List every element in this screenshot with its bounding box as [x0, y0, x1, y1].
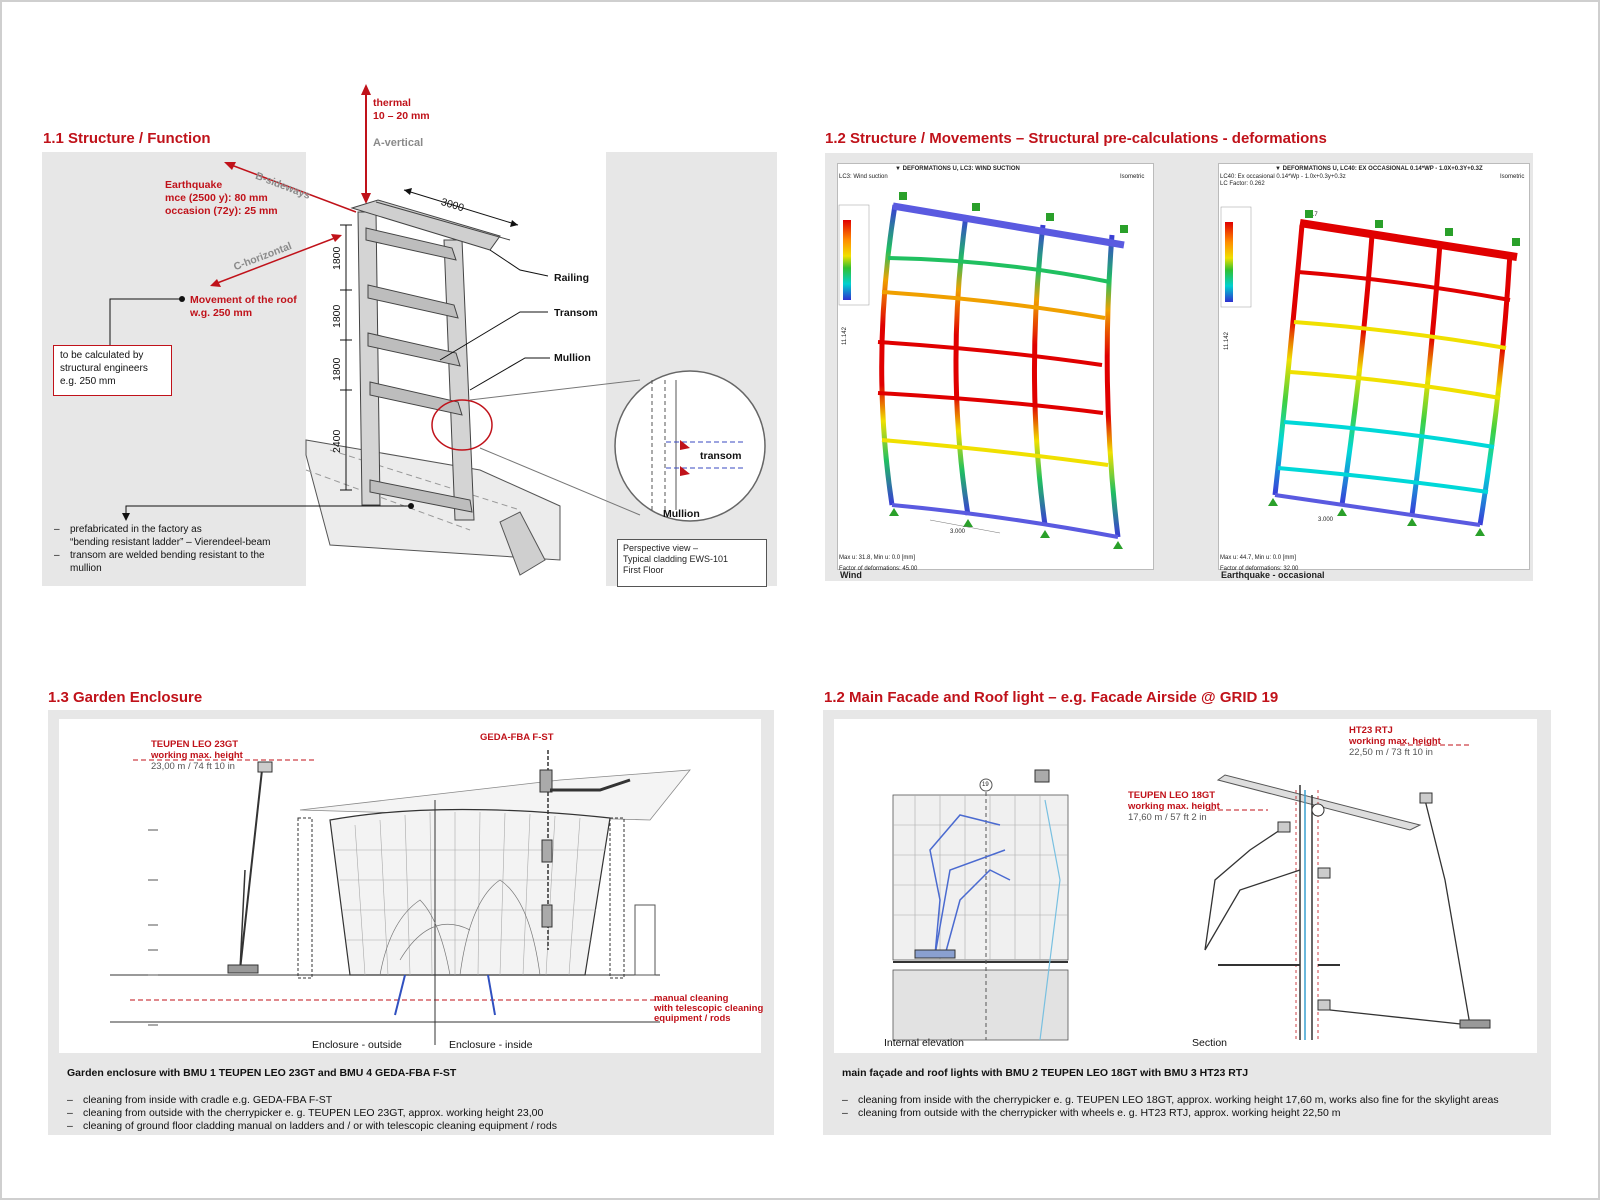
railing-label: Railing	[554, 272, 590, 284]
facade-note-item: cleaning from inside with the cherrypick…	[842, 1094, 1499, 1107]
section-title-1-3: 1.3 Garden Enclosure	[48, 689, 203, 706]
garden-note-item: cleaning of ground floor cladding manual…	[67, 1120, 557, 1133]
eq-plot-header: ▼ DEFORMATIONS U, LC40: EX OCCASIONAL 0.…	[1275, 166, 1483, 172]
main-facade-notes: cleaning from inside with the cherrypick…	[842, 1094, 1499, 1120]
internal-elevation-label: Internal elevation	[884, 1037, 964, 1049]
section-title-1-1: 1.1 Structure / Function	[43, 130, 211, 147]
section-title-1-2-deformations: 1.2 Structure / Movements – Structural p…	[825, 130, 1327, 147]
structure-note-item: transom are welded bending resistant to …	[54, 549, 271, 562]
section-title-1-2-facade: 1.2 Main Facade and Roof light – e.g. Fa…	[824, 689, 1279, 706]
wind-caption: Wind	[840, 570, 862, 580]
eq-plot-subtitle: LC40: Ex occasional 0.14*Wp - 1.0x+0.3y+…	[1220, 174, 1346, 180]
perspective-view-box: Perspective view –Typical cladding EWS-1…	[617, 539, 767, 587]
structure-note-item: “bending resistant ladder” – Vierendeel-…	[70, 537, 271, 548]
eq-plot-footer: Max u: 44.7, Min u: 0.0 [mm]Factor of de…	[1220, 555, 1299, 572]
garden-enclosure-notes: cleaning from inside with cradle e.g. GE…	[67, 1094, 557, 1133]
eq-caption: Earthquake - occasional	[1221, 570, 1325, 580]
eq-dim-width: 3.000	[1318, 517, 1334, 523]
section-label: Section	[1192, 1037, 1228, 1049]
enclosure-inside-label: Enclosure - inside	[449, 1039, 533, 1051]
detail-mullion-label: Mullion	[663, 508, 700, 520]
wind-plot-iso: Isometric	[1120, 174, 1145, 180]
eq-plot-lc-factor: LC Factor: 0.262	[1220, 181, 1265, 187]
structure-notes: prefabricated in the factory as “bending…	[54, 523, 271, 575]
transom-label: Transom	[554, 307, 598, 319]
wind-plot-subtitle: LC3: Wind suction	[839, 174, 888, 180]
structure-note-item: mullion	[70, 563, 102, 574]
garden-enclosure-caption: Garden enclosure with BMU 1 TEUPEN LEO 2…	[67, 1067, 457, 1079]
mullion-label: Mullion	[554, 352, 591, 364]
wind-plot-header: ▼ DEFORMATIONS U, LC3: WIND SUCTION	[895, 166, 1020, 172]
wind-plot-footer: Max u: 31.8, Min u: 0.0 [mm]Factor of de…	[839, 555, 918, 572]
enclosure-outside-label: Enclosure - outside	[312, 1039, 402, 1051]
main-facade-caption: main façade and roof lights with BMU 2 T…	[842, 1067, 1249, 1079]
garden-note-item: cleaning from inside with cradle e.g. GE…	[67, 1094, 557, 1107]
garden-note-item: cleaning from outside with the cherrypic…	[67, 1107, 557, 1120]
grid-19-label: 19	[982, 782, 989, 788]
eq-plot-iso: Isometric	[1500, 174, 1525, 180]
a-vertical-label: A-vertical	[373, 137, 424, 149]
geda-fba-label: GEDA-FBA F-ST	[480, 732, 554, 743]
structure-note-item: prefabricated in the factory as	[54, 523, 271, 536]
detail-transom-label: transom	[700, 450, 742, 462]
wind-dim-width: 3.000	[950, 529, 966, 535]
facade-note-item: cleaning from outside with the cherrypic…	[842, 1107, 1499, 1120]
